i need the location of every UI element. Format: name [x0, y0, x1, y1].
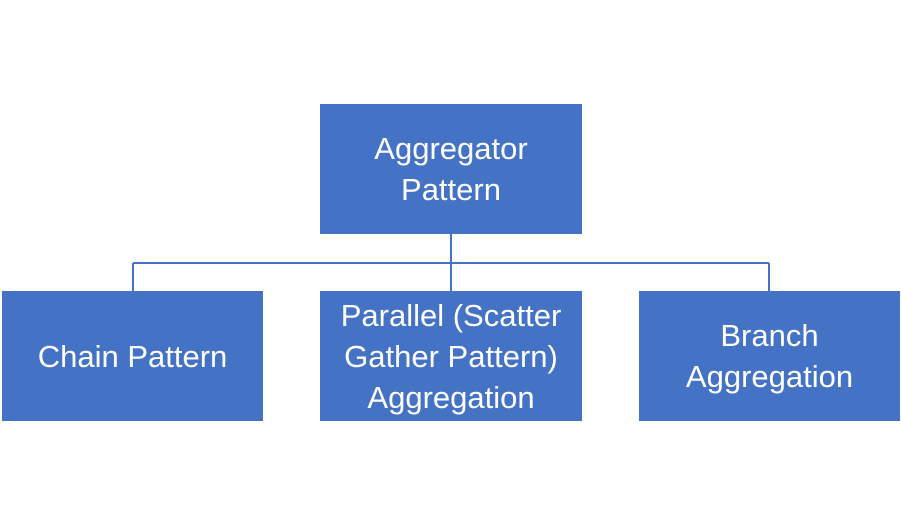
- node-chain-pattern: Chain Pattern: [2, 291, 263, 421]
- node-branch-aggregation: Branch Aggregation: [639, 291, 900, 421]
- node-chain-pattern-label: Chain Pattern: [37, 338, 228, 374]
- node-aggregator-pattern: Aggregator Pattern: [320, 104, 582, 234]
- node-parallel-aggregation-label: Parallel (Scatter Gather Pattern) Aggreg…: [340, 297, 562, 415]
- node-parallel-aggregation: Parallel (Scatter Gather Pattern) Aggreg…: [320, 291, 582, 421]
- node-aggregator-pattern-label: Aggregator Pattern: [374, 131, 528, 207]
- node-branch-aggregation-label: Branch Aggregation: [685, 318, 854, 394]
